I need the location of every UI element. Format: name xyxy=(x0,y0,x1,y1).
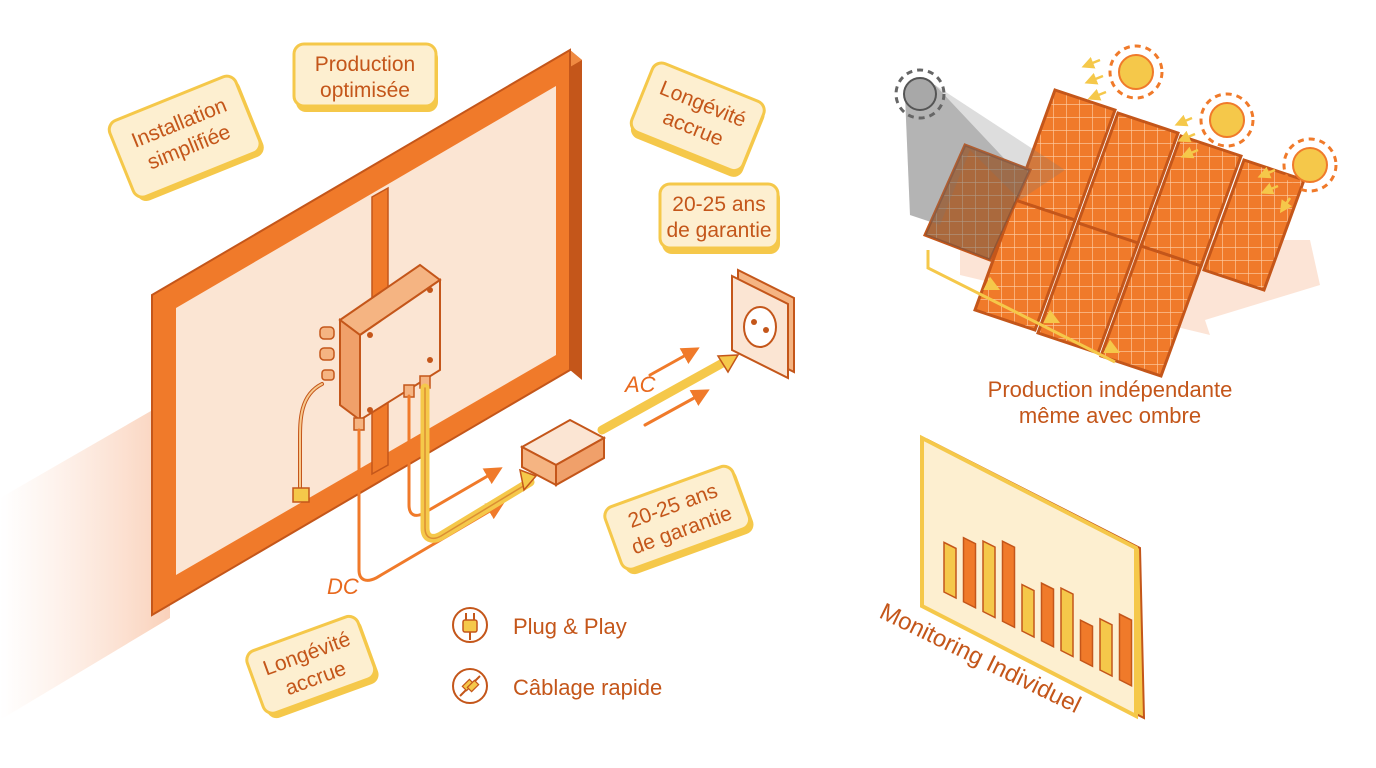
shaded-panel xyxy=(925,145,1030,260)
monitoring-bar xyxy=(1001,540,1016,629)
feature-plug-and-play: Plug & Play xyxy=(452,607,627,643)
monitoring-bar xyxy=(1099,617,1113,678)
monitoring-bar-chart xyxy=(943,536,1133,687)
shade-caption-line2: même avec ombre xyxy=(1019,403,1201,428)
tag-longevity-bottom: Longévité accrue xyxy=(245,614,379,719)
dc-label: DC xyxy=(327,574,359,599)
monitoring-bar xyxy=(1118,612,1133,687)
sun-rays xyxy=(1081,56,1293,214)
monitoring-bar xyxy=(982,539,996,619)
monitoring-bar xyxy=(1060,586,1074,658)
tag-longevity-top: Longévité accrue xyxy=(629,61,766,177)
sun-icon xyxy=(1199,92,1255,148)
svg-text:de garantie: de garantie xyxy=(666,219,771,242)
monitoring-bar xyxy=(943,541,957,600)
monitoring-screen xyxy=(920,434,1146,720)
feature-label: Plug & Play xyxy=(513,614,627,639)
monitoring-bar xyxy=(962,536,977,609)
cable-icon xyxy=(452,668,488,704)
shade-caption-line1: Production indépendante xyxy=(988,377,1233,402)
monitoring-bar xyxy=(1021,583,1035,639)
dc-cables xyxy=(292,382,538,582)
svg-text:Production: Production xyxy=(315,53,415,76)
monitoring-bar xyxy=(1040,581,1055,648)
shaded-sun-icon xyxy=(894,68,946,120)
plug-icon xyxy=(452,607,488,643)
tag-warranty-mid: 20-25 ans de garantie xyxy=(603,464,754,575)
panel-array xyxy=(922,88,1306,378)
tag-production: Production optimisée xyxy=(292,42,438,112)
tag-installation: Installation simplifiée xyxy=(107,74,264,202)
shade-illustration xyxy=(894,44,1338,378)
sun-icon xyxy=(1108,44,1164,100)
gateway-box xyxy=(519,418,607,487)
feature-quick-wiring: Câblage rapide xyxy=(452,668,662,704)
svg-text:20-25 ans: 20-25 ans xyxy=(672,193,765,216)
panel-shadow xyxy=(0,400,170,720)
sun-icon xyxy=(1282,137,1338,193)
ac-flow-arrows xyxy=(597,347,740,435)
feature-label: Câblage rapide xyxy=(513,675,662,700)
tag-warranty-top: 20-25 ans de garantie xyxy=(658,182,780,254)
ac-label: AC xyxy=(623,372,656,397)
svg-text:optimisée: optimisée xyxy=(320,79,410,102)
socket-icon xyxy=(731,268,795,380)
micro-inverter-box xyxy=(319,263,442,431)
monitoring-bar xyxy=(1079,619,1094,668)
